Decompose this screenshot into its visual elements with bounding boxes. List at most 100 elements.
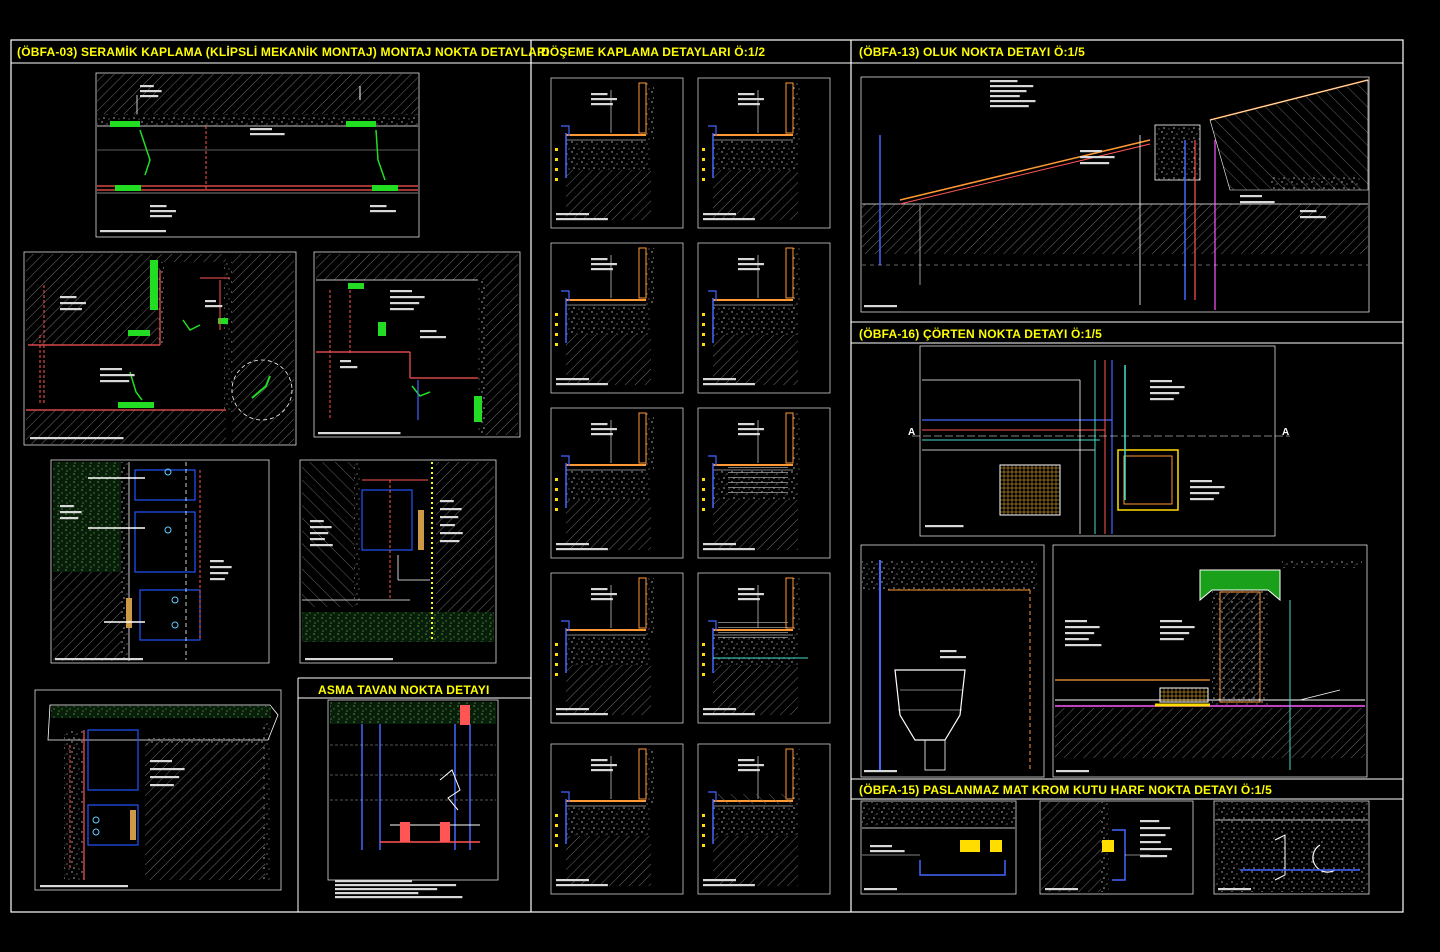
soil-hatch [713, 335, 798, 385]
soil-hatch [566, 335, 651, 385]
floor-detail [550, 572, 684, 724]
annotation-block [556, 543, 608, 551]
annotation-block [100, 368, 135, 383]
annotation-block [440, 500, 463, 543]
detail-frame [697, 743, 831, 895]
annotation-block [591, 423, 617, 436]
screed [713, 806, 798, 836]
annotation-block [335, 880, 463, 899]
screed [566, 140, 651, 170]
title-obfa13: (ÖBFA-13) OLUK NOKTA DETAYI Ö:1/5 [859, 45, 1085, 59]
annotation-block [1160, 620, 1195, 641]
detail-frame [697, 407, 831, 559]
soil-hatch [566, 665, 651, 715]
screed [713, 305, 798, 335]
annotation-block [1240, 195, 1275, 204]
floor-detail [550, 242, 684, 394]
detail-frame [23, 251, 297, 446]
floor-detail [697, 242, 831, 394]
screed [713, 140, 798, 170]
detail-frame [1052, 544, 1368, 778]
section-mark-a-right: A [1282, 427, 1290, 438]
floor-detail [697, 743, 831, 895]
annotation-block [864, 305, 897, 308]
screed [566, 635, 651, 665]
floor-detail [550, 77, 684, 229]
annotation-block [150, 205, 176, 218]
detail-frame [860, 800, 1017, 895]
detail-frame [1213, 800, 1370, 895]
annotation-block [556, 708, 608, 716]
soil-hatch [566, 170, 651, 220]
annotation-block [870, 845, 905, 853]
annotation-block [1300, 210, 1326, 219]
detail-frame [1039, 800, 1194, 895]
wall-hatch [26, 254, 226, 345]
annotation-block [703, 378, 755, 386]
detail-frame [299, 459, 497, 664]
clip-bracket [115, 185, 141, 191]
soil-hatch [713, 500, 798, 550]
annotation-block [591, 759, 617, 772]
detail-frame [550, 77, 684, 229]
detail-frame [697, 242, 831, 394]
floor-detail [550, 407, 684, 559]
annotation-block [1080, 150, 1115, 165]
soil-hatch [713, 665, 798, 715]
annotation-block [1065, 620, 1102, 647]
roof-slope [899, 139, 1151, 201]
soil-hatch [713, 836, 798, 886]
annotation-block [340, 360, 358, 369]
annotation-block [205, 300, 223, 308]
gargoyle [894, 669, 966, 741]
detail-frame [697, 77, 831, 229]
annotation-block [738, 588, 764, 601]
annotation-block [990, 80, 1036, 108]
annotation-block [55, 658, 143, 661]
slab-hatch [862, 204, 1368, 254]
annotation-block [60, 296, 86, 311]
wall-hatch [232, 254, 294, 444]
anchor-plate [134, 469, 196, 501]
screed [566, 470, 651, 500]
floor-detail [550, 743, 684, 895]
annotation-block [864, 888, 897, 891]
annotation-block [556, 213, 608, 221]
floor-detail [697, 407, 831, 559]
screed [713, 635, 798, 665]
section-mark-a-left: A [908, 427, 916, 438]
annotation-block [310, 520, 333, 547]
annotation-block [925, 525, 964, 528]
detail-frame [550, 743, 684, 895]
title-obfa15: (ÖBFA-15) PASLANMAZ MAT KROM KUTU HARF N… [859, 783, 1272, 797]
detail-frame [919, 345, 1276, 537]
annotation-block [1140, 820, 1172, 858]
annotation-block [738, 93, 764, 106]
grate [999, 464, 1061, 516]
detail-frame [327, 699, 499, 881]
annotation-block [703, 213, 755, 221]
annotation-block [591, 93, 617, 106]
annotation-block [250, 128, 285, 136]
clip-bracket [346, 121, 376, 127]
annotation-block [150, 760, 185, 787]
detail-frame [550, 407, 684, 559]
floor-detail [697, 77, 831, 229]
floor-detail [697, 572, 831, 724]
detail-frame [50, 459, 270, 664]
annotation-block [420, 330, 446, 339]
detail-frame [860, 544, 1045, 778]
annotation-block [305, 658, 393, 661]
sheet-frames [10, 39, 1404, 913]
annotation-block [864, 770, 897, 773]
annotation-block [1190, 480, 1225, 501]
outer-sheet-border [10, 39, 1404, 913]
annotation-block [40, 885, 128, 888]
annotation-block [30, 437, 124, 440]
detail-frame [34, 689, 282, 891]
annotation-block [738, 258, 764, 271]
annotation-block [1045, 888, 1078, 891]
gutter [1154, 124, 1201, 181]
screed [566, 806, 651, 836]
